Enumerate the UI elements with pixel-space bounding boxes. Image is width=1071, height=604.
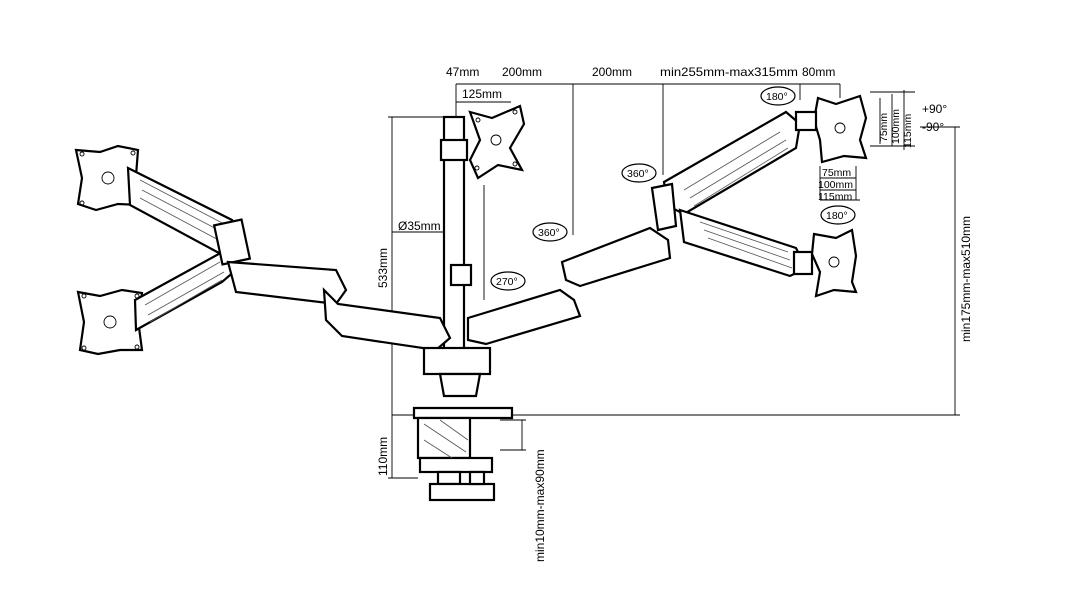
dim-vesa-115-bottom: 115mm [818,191,852,203]
dim-height-range: min175mm-max510mm [959,216,973,342]
left-upper-monitor-plate [74,144,142,212]
rotation-270-label: 270° [496,276,518,288]
dim-pole-height: 533mm [376,248,390,288]
vesa-side-dimensions [870,90,915,150]
dim-80mm: 80mm [802,65,835,79]
right-horizontal-arms [466,226,672,346]
center-pole [439,115,485,369]
dim-vesa-100-side: 100mm [890,109,902,144]
tilt-up-label: +90° [922,102,947,116]
rotation-360-center-badge [532,222,568,242]
right-upper-monitor-plate [794,94,868,164]
dim-200mm-left: 200mm [502,65,542,79]
rotation-ovals [490,86,856,291]
rotation-180-bottom-label: 180° [826,210,848,222]
rotation-360-right-badge [621,163,657,183]
dim-47mm: 47mm [446,65,479,79]
rotation-360-right-label: 360° [627,168,649,180]
dim-vesa-100-bottom: 100mm [818,179,853,191]
tilt-down-label: -90° [922,120,944,134]
desk-clamp [412,406,514,502]
rotation-180-top-label: 180° [766,91,788,103]
center-monitor-plate [468,104,526,180]
left-lower-monitor-plate [76,288,144,356]
vesa-bottom-dimensions [819,166,860,201]
dim-clamp-height: 110mm [376,437,390,476]
dim-pole-diameter: Ø35mm [398,219,441,233]
rotation-180-top-badge [760,86,796,106]
dim-vesa-115-side: 115mm [902,114,914,148]
dim-125mm: 125mm [462,87,502,101]
right-lower-monitor-plate [792,228,858,298]
rotation-360-center-label: 360° [538,227,560,239]
dim-clamp-range: min10mm-max90mm [533,449,547,562]
left-horizontal-arms [226,260,452,352]
dim-vesa-75-bottom: 75mm [822,167,851,179]
left-gas-spring-arms [126,166,252,332]
pole-base-hub [422,346,492,398]
clamp-dimensions [388,415,526,479]
top-dimension-lines [455,83,841,235]
right-gas-spring-arms [650,110,808,278]
dim-200mm-right: 200mm [592,65,632,79]
dim-vesa-75-side: 75mm [878,113,890,142]
dim-arm-range: min255mm-max315mm [660,65,798,79]
rotation-180-bottom-badge [820,205,856,225]
rotation-270-badge [490,271,526,291]
